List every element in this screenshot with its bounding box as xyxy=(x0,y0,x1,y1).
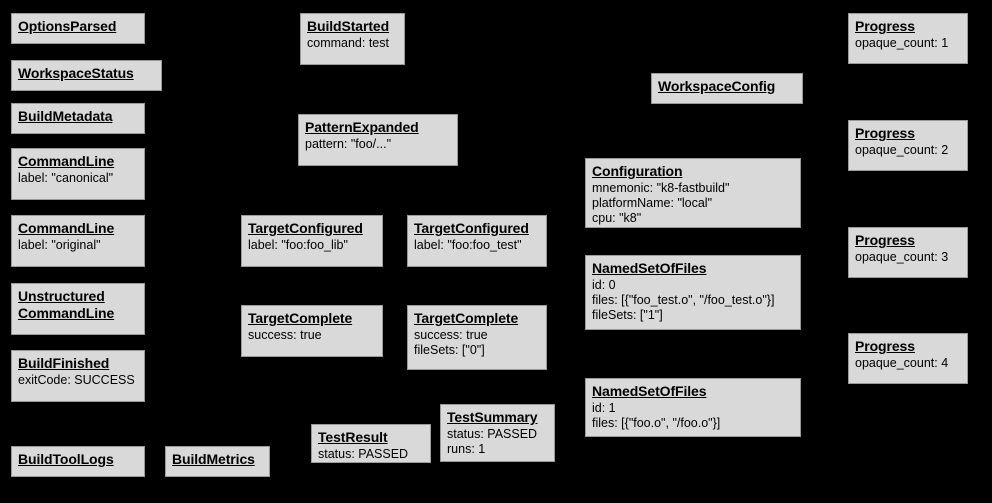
node-field: label: "foo:foo_test" xyxy=(414,238,522,252)
node-fields: label: "original" xyxy=(18,238,138,253)
node-field: fileSets: ["0"] xyxy=(414,343,485,357)
node-title: TargetComplete xyxy=(248,310,353,326)
node-title: Progress xyxy=(855,338,915,354)
node-options-parsed[interactable]: OptionsParsed xyxy=(11,13,145,44)
node-fields: command: test xyxy=(307,36,398,51)
node-field: label: "canonical" xyxy=(18,171,114,185)
node-title: BuildMetrics xyxy=(172,451,255,467)
node-progress-2[interactable]: Progress opaque_count: 2 xyxy=(848,120,968,171)
node-title: WorkspaceStatus xyxy=(18,65,134,81)
node-title: BuildToolLogs xyxy=(18,451,114,467)
node-title: BuildFinished xyxy=(18,355,110,371)
node-build-metrics[interactable]: BuildMetrics xyxy=(165,446,270,477)
node-title: BuildStarted xyxy=(307,18,390,34)
node-field: opaque_count: 2 xyxy=(855,143,949,157)
node-title: TargetConfigured xyxy=(414,220,529,236)
node-field: fileSets: ["1"] xyxy=(592,308,663,322)
node-field: platformName: "local" xyxy=(592,196,713,210)
node-field: success: true xyxy=(248,328,322,342)
node-fields: opaque_count: 3 xyxy=(855,250,961,265)
node-field: runs: 1 xyxy=(447,442,486,456)
node-title: NamedSetOfFiles xyxy=(592,383,707,399)
node-title: Configuration xyxy=(592,163,683,179)
node-field: mnemonic: "k8-fastbuild" xyxy=(592,181,730,195)
node-unstructured-command-line[interactable]: Unstructured CommandLine xyxy=(11,283,145,335)
node-field: command: test xyxy=(307,36,389,50)
node-fields: opaque_count: 2 xyxy=(855,143,961,158)
node-title: CommandLine xyxy=(18,153,115,169)
node-title: NamedSetOfFiles xyxy=(592,260,707,276)
node-field: cpu: "k8" xyxy=(592,211,642,225)
node-pattern-expanded[interactable]: PatternExpanded pattern: "foo/..." xyxy=(298,114,458,166)
node-field: opaque_count: 3 xyxy=(855,250,949,264)
node-field: files: [{"foo_test.o", "/foo_test.o"}] xyxy=(592,293,775,307)
node-title: TestSummary xyxy=(447,409,538,425)
node-field: success: true xyxy=(414,328,488,342)
node-build-finished[interactable]: BuildFinished exitCode: SUCCESS xyxy=(11,350,145,402)
node-command-line-canonical[interactable]: CommandLine label: "canonical" xyxy=(11,148,145,200)
node-title: Progress xyxy=(855,18,915,34)
node-title: Progress xyxy=(855,232,915,248)
node-fields: label: "foo:foo_test" xyxy=(414,238,540,253)
node-title: BuildMetadata xyxy=(18,108,113,124)
node-fields: exitCode: SUCCESS xyxy=(18,373,138,388)
node-field: id: 1 xyxy=(592,401,616,415)
node-field: label: "original" xyxy=(18,238,101,252)
node-field: files: [{"foo.o", "/foo.o"}] xyxy=(592,416,721,430)
node-build-tool-logs[interactable]: BuildToolLogs xyxy=(11,446,145,477)
node-field: exitCode: SUCCESS xyxy=(18,373,135,387)
node-field: status: PASSED xyxy=(447,427,538,441)
node-fields: opaque_count: 1 xyxy=(855,36,961,51)
node-workspace-status[interactable]: WorkspaceStatus xyxy=(11,60,162,91)
node-field: status: PASSED xyxy=(318,447,409,461)
node-field: opaque_count: 4 xyxy=(855,356,949,370)
node-title: TargetComplete xyxy=(414,310,519,326)
node-field: id: 0 xyxy=(592,278,616,292)
node-target-configured-foo-lib[interactable]: TargetConfigured label: "foo:foo_lib" xyxy=(241,215,383,267)
node-title: Unstructured CommandLine xyxy=(18,288,115,321)
node-command-line-original[interactable]: CommandLine label: "original" xyxy=(11,215,145,267)
node-progress-3[interactable]: Progress opaque_count: 3 xyxy=(848,227,968,278)
node-field: pattern: "foo/..." xyxy=(305,137,392,151)
node-title: PatternExpanded xyxy=(305,119,419,135)
node-progress-1[interactable]: Progress opaque_count: 1 xyxy=(848,13,968,64)
node-field: opaque_count: 1 xyxy=(855,36,949,50)
node-title: TestResult xyxy=(318,429,388,445)
node-fields: status: PASSED xyxy=(318,447,424,462)
node-title: TargetConfigured xyxy=(248,220,363,236)
node-field: label: "foo:foo_lib" xyxy=(248,238,348,252)
node-fields: label: "canonical" xyxy=(18,171,138,186)
node-build-started[interactable]: BuildStarted command: test xyxy=(300,13,405,65)
node-configuration[interactable]: Configuration mnemonic: "k8-fastbuild"pla… xyxy=(585,158,801,228)
node-workspace-config[interactable]: WorkspaceConfig xyxy=(651,73,803,104)
node-title: OptionsParsed xyxy=(18,18,117,34)
node-fields: label: "foo:foo_lib" xyxy=(248,238,376,253)
node-progress-4[interactable]: Progress opaque_count: 4 xyxy=(848,333,968,384)
node-title: WorkspaceConfig xyxy=(658,78,776,94)
node-target-complete-lib[interactable]: TargetComplete success: true xyxy=(241,305,383,357)
node-fields: success: true xyxy=(248,328,376,343)
node-test-result[interactable]: TestResult status: PASSED xyxy=(311,424,431,463)
node-target-configured-foo-test[interactable]: TargetConfigured label: "foo:foo_test" xyxy=(407,215,547,267)
node-fields: pattern: "foo/..." xyxy=(305,137,451,152)
node-fields: opaque_count: 4 xyxy=(855,356,961,371)
node-title: Progress xyxy=(855,125,915,141)
node-title: CommandLine xyxy=(18,220,115,236)
node-fields: mnemonic: "k8-fastbuild"platformName: "l… xyxy=(592,181,794,226)
node-build-metadata[interactable]: BuildMetadata xyxy=(11,103,145,134)
